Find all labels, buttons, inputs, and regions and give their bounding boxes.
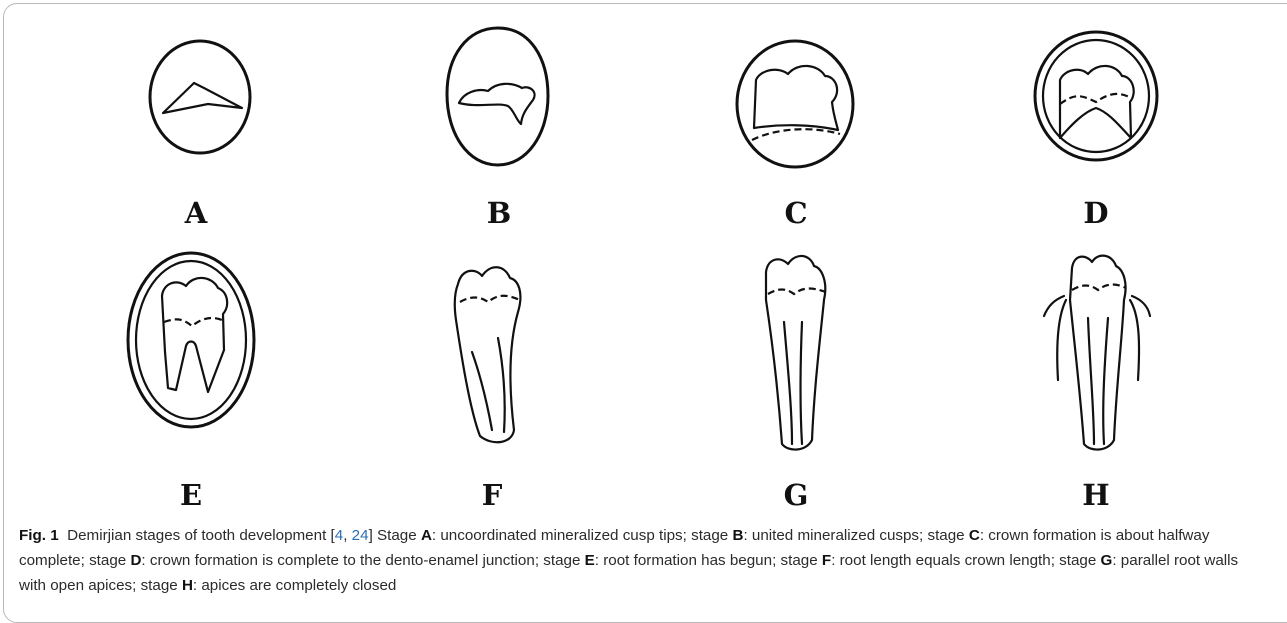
stage-d-tooth-icon	[1035, 32, 1157, 160]
caption-stage-e: stage E: root formation has begun;	[543, 552, 780, 569]
caption-stage-a: Stage A: uncoordinated mineralized cusp …	[377, 527, 691, 544]
stage-label-c: C	[784, 196, 807, 230]
stage-label-g: G	[784, 478, 809, 512]
stage-b-tooth-icon	[447, 28, 548, 165]
figure-caption: Fig. 1 Demirjian stages of tooth develop…	[19, 523, 1269, 598]
stage-g-tooth-icon	[766, 256, 826, 450]
caption-stage-b: stage B: united mineralized cusps;	[691, 527, 927, 544]
caption-stage-d: stage D: crown formation is complete to …	[89, 552, 543, 569]
stage-label-e: E	[180, 478, 202, 512]
stage-label-b: B	[487, 196, 512, 230]
citation-link-4[interactable]: 4	[335, 527, 343, 544]
caption-intro: Demirjian stages of tooth development [	[67, 527, 335, 544]
stage-label-f: F	[482, 478, 503, 512]
caption-stage-f: stage F: root length equals crown length…	[781, 552, 1060, 569]
stage-label-d: D	[1083, 196, 1108, 230]
citation-link-24[interactable]: 24	[352, 527, 369, 544]
stage-label-h: H	[1082, 478, 1109, 512]
stage-label-a: A	[184, 196, 208, 230]
caption-intro-end: ]	[369, 527, 377, 544]
figure-illustration: A B C D E F G	[0, 0, 1287, 520]
stage-h-tooth-icon	[1044, 256, 1150, 450]
caption-stage-h: stage H: apices are completely closed	[141, 577, 397, 594]
figure-label: Fig. 1	[19, 527, 59, 544]
stage-e-tooth-icon	[128, 253, 254, 427]
stage-c-tooth-icon	[737, 41, 853, 167]
stage-f-tooth-icon	[455, 267, 521, 442]
citation-separator: ,	[343, 527, 351, 544]
stage-a-tooth-icon	[150, 41, 250, 153]
